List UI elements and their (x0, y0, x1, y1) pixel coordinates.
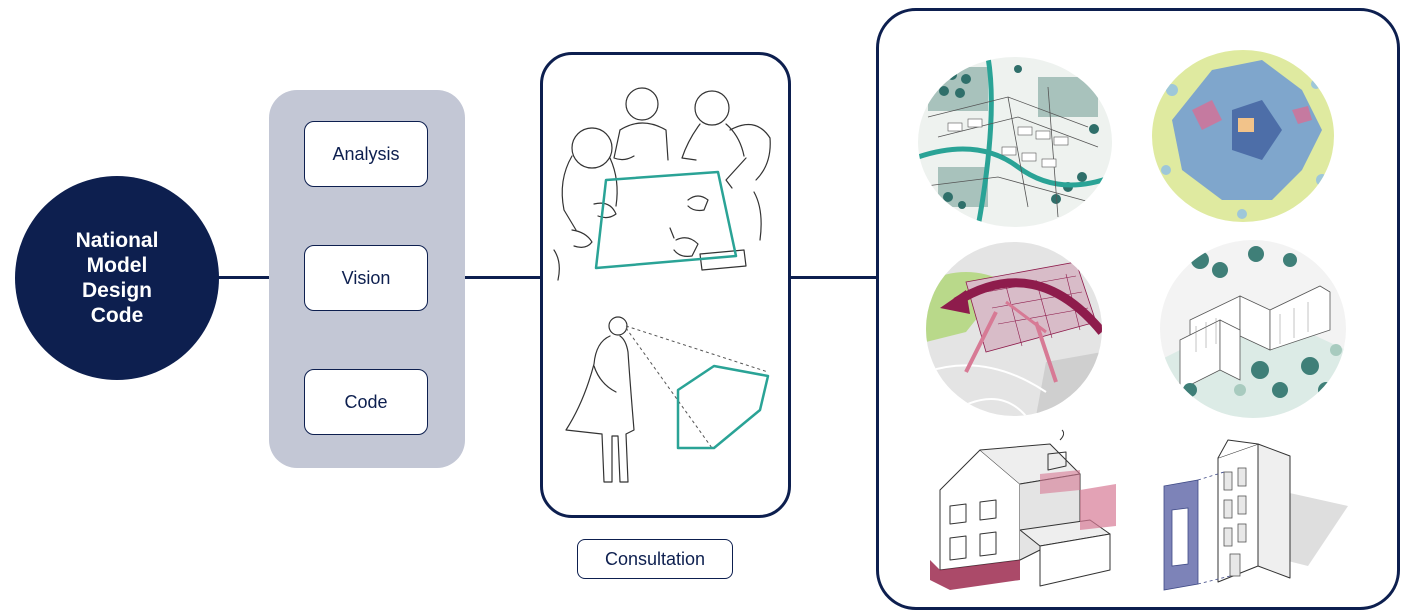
workshop-illustration (553, 87, 771, 281)
connector-hub-to-process (218, 276, 270, 279)
street-map-thumbnail (918, 57, 1112, 227)
density-map-thumbnail (1152, 50, 1334, 222)
hub-line-4: Code (90, 304, 144, 327)
facade-detail-thumbnail (1163, 439, 1348, 591)
consultation-label: Consultation (577, 539, 733, 579)
hub-line-2: Model (86, 254, 148, 277)
hub-title: National Model Design Code (76, 228, 159, 328)
hub-line-3: Design (81, 279, 152, 302)
route-map-thumbnail (926, 242, 1102, 416)
step-code: Code (304, 369, 428, 435)
hub-line-1: National (75, 229, 159, 252)
national-model-design-code-hub: National Model Design Code (15, 176, 219, 380)
observer-illustration (565, 316, 770, 483)
connector-process-to-consultation (465, 276, 541, 279)
connector-consultation-to-outputs (790, 276, 877, 279)
step-analysis: Analysis (304, 121, 428, 187)
house-extension-thumbnail (930, 429, 1116, 590)
step-vision: Vision (304, 245, 428, 311)
axonometric-block-thumbnail (1160, 240, 1346, 418)
